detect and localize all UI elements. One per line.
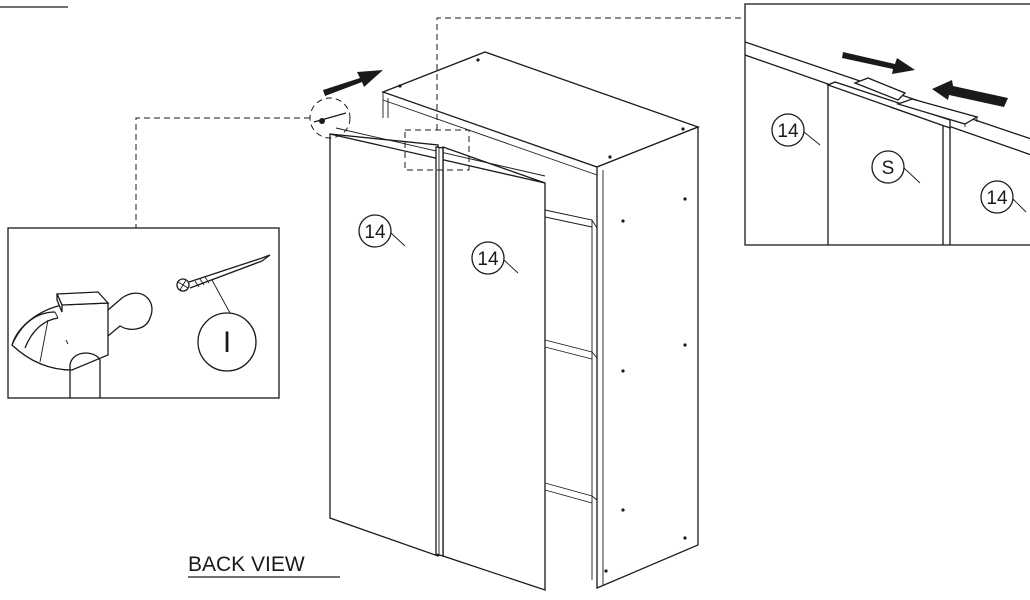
arrow-icon — [323, 70, 383, 96]
nail-in-place — [313, 112, 347, 123]
joint-detail: 14 S 14 — [744, 3, 1030, 246]
screw-dots — [398, 58, 687, 573]
view-caption: BACK VIEW — [188, 553, 305, 576]
back-panel-left-label: 14 — [364, 222, 386, 243]
nail-part-label: I — [223, 326, 231, 359]
joint-detail-leader — [436, 17, 745, 130]
detail-joiner-label: S — [882, 158, 895, 179]
detail-panel-left-label: 14 — [777, 121, 799, 142]
back-panel-right-label: 14 — [477, 249, 499, 270]
cabinet-side — [596, 126, 699, 589]
nail-label-leader — [211, 279, 231, 314]
back-panel-left-label-group: 14 — [358, 214, 406, 248]
nail-icon — [176, 254, 271, 292]
hammer-nail-detail: I — [7, 227, 280, 399]
wardrobe-cabinet — [329, 51, 700, 591]
back-panel-right — [442, 146, 546, 591]
detail-panel-right-label: 14 — [986, 188, 1008, 209]
back-panel-right-label-group: 14 — [471, 241, 519, 275]
joiner-strip — [435, 146, 444, 557]
hammer-detail-leader — [135, 117, 310, 228]
nail-label-circle — [197, 312, 257, 372]
hammer-icon — [11, 291, 153, 398]
back-panel-left — [329, 133, 439, 557]
arrow-icon — [842, 52, 915, 74]
arrow-icon — [932, 80, 1008, 107]
